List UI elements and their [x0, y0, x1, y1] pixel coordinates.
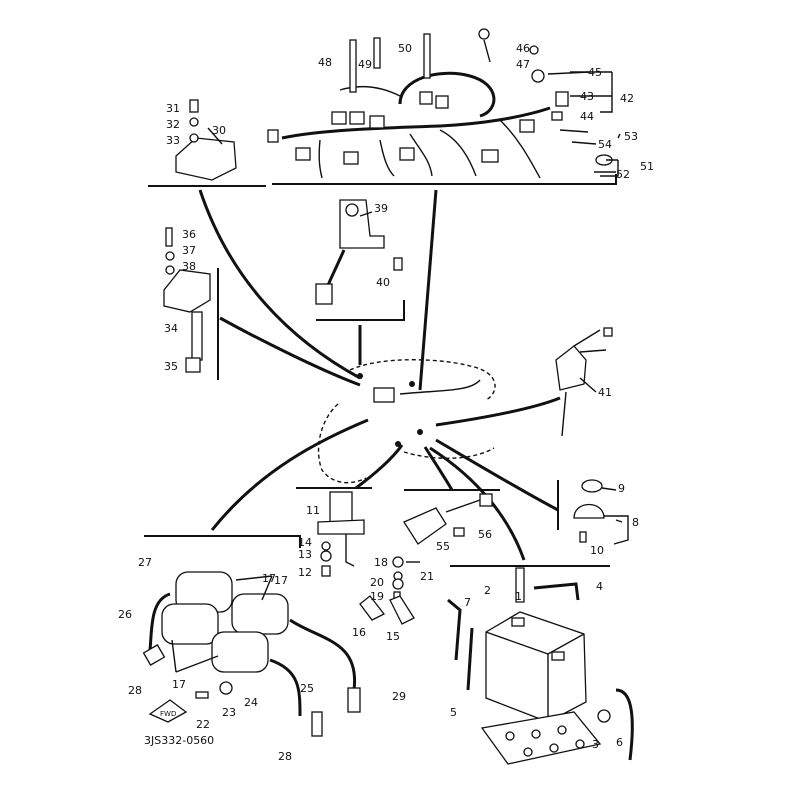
- relay-41: [555, 327, 613, 437]
- rectifier-regulator-34: [163, 227, 211, 373]
- callout-21: 21: [420, 570, 434, 583]
- callout-38: 38: [182, 260, 196, 273]
- callout-29: 29: [392, 690, 406, 703]
- callout-55: 55: [436, 540, 450, 553]
- callout-26: 26: [118, 608, 132, 621]
- callout-51: 51: [640, 160, 654, 173]
- callout-1: 1: [515, 590, 522, 603]
- bracket-8: [573, 479, 629, 545]
- callout-53: 53: [624, 130, 638, 143]
- callout-6: 6: [616, 736, 623, 749]
- callout-11: 11: [306, 504, 320, 517]
- callout-22: 22: [196, 718, 210, 731]
- callout-3: 3: [592, 738, 599, 751]
- callout-12: 12: [298, 566, 312, 579]
- callout-27: 27: [138, 556, 152, 569]
- frame-leader-lines: [198, 189, 561, 561]
- callout-33: 33: [166, 134, 180, 147]
- callout-5: 5: [450, 706, 457, 719]
- callout-40: 40: [376, 276, 390, 289]
- group-frames: [144, 174, 617, 567]
- callout-2: 2: [484, 584, 491, 597]
- callout-37: 37: [182, 244, 196, 257]
- callout-31: 31: [166, 102, 180, 115]
- callout-41: 41: [598, 386, 612, 399]
- callout-9: 9: [618, 482, 625, 495]
- callout-46: 46: [516, 42, 530, 55]
- callout-25: 25: [300, 682, 314, 695]
- callout-56: 56: [478, 528, 492, 541]
- callout-10: 10: [590, 544, 604, 557]
- callout-13: 13: [298, 548, 312, 561]
- callout-54: 54: [598, 138, 612, 151]
- callout-14: 14: [298, 536, 312, 549]
- callout-28b: 28: [278, 750, 292, 763]
- callout-52: 52: [616, 168, 630, 181]
- callout-48: 48: [318, 56, 332, 69]
- callout-numbers: 1 2 3 4 5 6 7 8 9 10 11 12 13 14 15 16 1…: [118, 42, 654, 763]
- callout-16: 16: [352, 626, 366, 639]
- callout-50: 50: [398, 42, 412, 55]
- callout-17b: 17: [274, 574, 288, 587]
- wire-harness: [267, 28, 551, 179]
- callout-20: 20: [370, 576, 384, 589]
- control-unit-30: [175, 99, 237, 181]
- small-fasteners-18-21: [392, 556, 420, 603]
- callout-49: 49: [358, 58, 372, 71]
- battery-1: [447, 567, 634, 765]
- callout-4: 4: [596, 580, 603, 593]
- callout-17c: 17: [172, 678, 186, 691]
- callout-15: 15: [386, 630, 400, 643]
- callout-44: 44: [580, 110, 594, 123]
- callout-17a: 17: [262, 572, 276, 585]
- callout-36: 36: [182, 228, 196, 241]
- callout-28a: 28: [128, 684, 142, 697]
- callout-32: 32: [166, 118, 180, 131]
- callout-35: 35: [164, 360, 178, 373]
- bolt-48-49-50: [349, 33, 431, 93]
- sensors-15-16: [359, 595, 415, 625]
- callout-19: 19: [370, 590, 384, 603]
- callout-24: 24: [244, 696, 258, 709]
- callout-8: 8: [632, 516, 639, 529]
- callout-45: 45: [588, 66, 602, 79]
- forward-arrow: FWD: [148, 699, 188, 723]
- ignition-coils-17: [142, 571, 361, 737]
- callout-39: 39: [374, 202, 388, 215]
- callout-43: 43: [580, 90, 594, 103]
- callout-30: 30: [212, 124, 226, 137]
- starter-relay-55: [403, 493, 493, 545]
- callout-leaders: [171, 71, 623, 673]
- callout-18: 18: [374, 556, 388, 569]
- callout-23: 23: [222, 706, 236, 719]
- callout-34: 34: [164, 322, 178, 335]
- callout-42: 42: [620, 92, 634, 105]
- motorcycle-frame-outline: [317, 359, 496, 484]
- callout-47: 47: [516, 58, 530, 71]
- callout-7: 7: [464, 596, 471, 609]
- fwd-label: FWD: [160, 710, 176, 718]
- sender-unit-11: [317, 491, 365, 577]
- catalog-code: 3JS332-0560: [144, 734, 214, 747]
- main-switch-39: [315, 199, 403, 305]
